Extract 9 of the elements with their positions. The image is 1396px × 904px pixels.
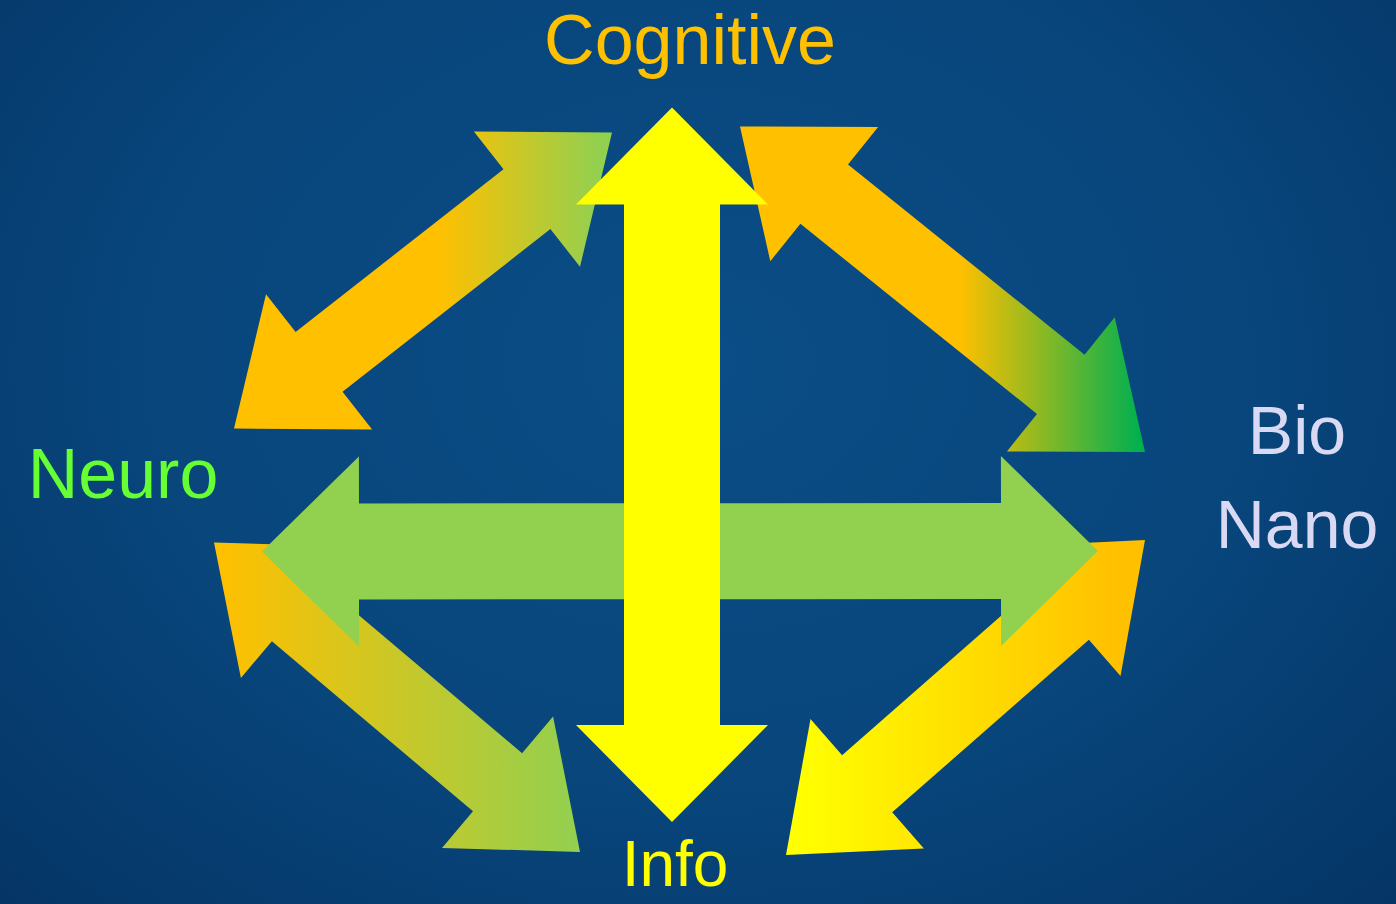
block-arrow bbox=[576, 107, 768, 822]
block-arrow bbox=[234, 131, 612, 430]
node-label: Cognitive bbox=[520, 2, 860, 79]
block-arrow bbox=[740, 126, 1145, 452]
node-label: Neuro bbox=[8, 436, 238, 513]
block-arrow bbox=[214, 542, 580, 852]
block-arrow bbox=[786, 540, 1145, 855]
node-label: Info bbox=[590, 832, 760, 896]
node-label: Bio Nano bbox=[1200, 384, 1394, 572]
